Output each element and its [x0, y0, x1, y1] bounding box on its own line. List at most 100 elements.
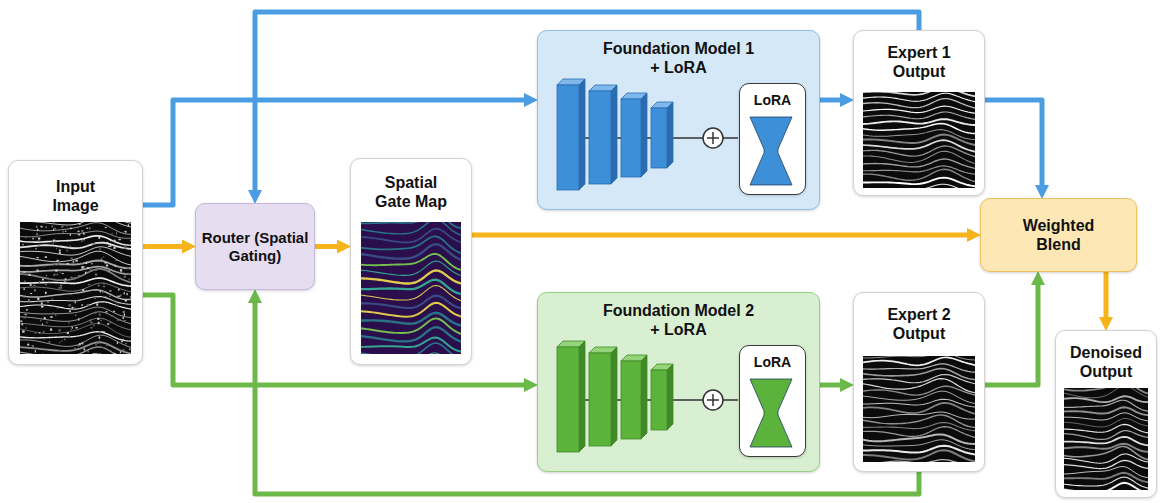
noise-speck — [53, 263, 55, 264]
box-title: Foundation Model 1 + LoRA — [597, 39, 761, 77]
noise-speck — [109, 321, 110, 323]
noise-speck — [81, 342, 83, 344]
noise-speck — [90, 321, 92, 323]
box-title: Input Image — [36, 177, 116, 215]
layer-side — [611, 85, 617, 184]
lora-box: LoRA — [739, 345, 806, 457]
noise-speck — [94, 273, 96, 275]
noise-speck — [130, 239, 131, 241]
noise-speck — [20, 320, 22, 321]
noise-speck — [63, 338, 65, 340]
noise-speck — [119, 319, 121, 321]
noise-speck — [68, 304, 70, 306]
box-title: Foundation Model 2 + LoRA — [597, 301, 761, 339]
noise-speck — [69, 310, 71, 312]
noise-speck — [118, 238, 120, 239]
lora-adapter-shape — [750, 117, 792, 185]
seismic-reflector — [20, 268, 131, 282]
noise-speck — [123, 313, 124, 315]
noise-speck — [116, 232, 117, 234]
noise-speck — [73, 347, 75, 349]
seismic-reflector — [863, 414, 975, 427]
encoder-layer — [557, 347, 579, 452]
noise-speck — [70, 276, 72, 277]
lora-box: LoRA — [739, 83, 806, 195]
seismic-reflector — [1064, 472, 1148, 481]
seismic-reflector — [1064, 482, 1148, 489]
encoder-layer — [651, 108, 667, 168]
noise-speck — [64, 278, 66, 279]
seismic-reflector — [20, 323, 131, 337]
noise-speck — [50, 328, 52, 330]
noise-speck — [82, 289, 84, 291]
seismic-reflector — [1064, 466, 1148, 477]
noise-speck — [99, 247, 100, 249]
seismic-reflector — [863, 184, 975, 188]
noise-speck — [121, 340, 123, 341]
flow-arrow — [985, 285, 1038, 385]
noise-speck — [94, 311, 95, 313]
gate-map-box: Spatial Gate Map — [350, 158, 472, 365]
noise-speck — [98, 313, 100, 315]
expert-output-box: Expert 1 Output — [853, 30, 985, 196]
noise-speck — [77, 275, 79, 276]
seismic-reflector — [20, 346, 131, 353]
seismic-reflector — [1064, 446, 1148, 460]
noise-speck — [58, 329, 60, 331]
noise-speck — [35, 225, 37, 227]
noise-speck — [29, 300, 30, 302]
noise-speck — [129, 347, 130, 349]
noise-speck — [129, 348, 130, 350]
gate-line — [361, 352, 461, 353]
noise-speck — [77, 233, 79, 235]
noise-speck — [41, 323, 42, 324]
noise-speck — [44, 256, 46, 258]
box-title: LoRA — [754, 92, 791, 109]
noise-speck — [25, 327, 26, 328]
seismic-reflector — [20, 311, 131, 323]
noise-speck — [130, 273, 131, 274]
seismic-reflector — [1064, 400, 1148, 411]
lora-adapter-shape — [750, 379, 792, 447]
gate-map-image — [361, 222, 461, 354]
noise-speck — [61, 225, 63, 227]
noise-speck — [92, 353, 94, 354]
noise-speck — [73, 307, 75, 309]
input-box: Input Image — [8, 160, 143, 365]
noise-speck — [102, 256, 104, 257]
seismic-reflector — [20, 222, 131, 228]
sum-sign — [712, 132, 714, 144]
noise-speck — [84, 271, 85, 273]
noise-speck — [81, 304, 83, 305]
noise-speck — [81, 230, 83, 232]
noise-speck — [66, 263, 68, 265]
seismic-reflector — [1064, 388, 1148, 394]
noise-speck — [127, 224, 128, 226]
seismic-reflector — [1064, 436, 1148, 445]
noise-speck — [98, 336, 100, 338]
encoder-layer — [589, 91, 611, 184]
noise-speck — [109, 239, 111, 240]
noise-speck — [92, 243, 94, 245]
seismic-reflector — [20, 289, 131, 299]
noise-speck — [72, 260, 74, 262]
encoder-layer — [651, 370, 667, 430]
noise-speck — [122, 349, 124, 351]
noise-speck — [48, 341, 50, 343]
noise-speck — [95, 344, 97, 345]
noise-speck — [102, 285, 104, 286]
noise-speck — [61, 340, 62, 341]
noise-speck — [101, 346, 103, 347]
noise-speck — [123, 275, 125, 277]
noise-speck — [40, 305, 42, 307]
noise-speck — [75, 259, 77, 261]
noise-speck — [71, 306, 73, 308]
noise-speck — [123, 230, 125, 231]
layer-side — [641, 355, 647, 439]
gate-line — [361, 253, 461, 269]
layer-side — [579, 79, 585, 190]
noise-speck — [102, 291, 104, 293]
gate-line — [361, 244, 461, 260]
seismic-reflector — [20, 318, 131, 330]
seismic-reflector — [863, 378, 975, 392]
